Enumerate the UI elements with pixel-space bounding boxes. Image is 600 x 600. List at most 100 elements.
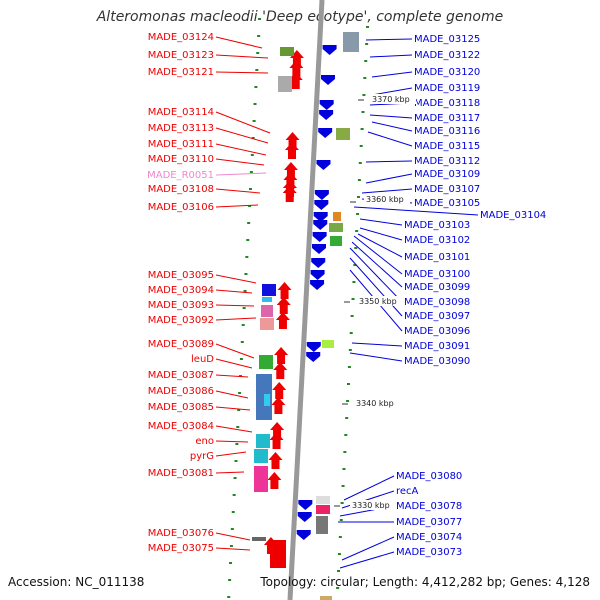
tick-mark-left: [249, 171, 253, 173]
gene-label-right: MADE_03112: [414, 156, 480, 167]
gene-label-right: MADE_03074: [396, 532, 462, 543]
right-leader-line: [339, 551, 395, 569]
tick-mark-left: [232, 494, 236, 496]
tick-mark-left: [228, 579, 232, 581]
tick-mark-right: [356, 196, 360, 198]
tick-mark-left: [233, 477, 237, 479]
tick-mark-left: [237, 409, 241, 411]
tick-mark-right: [350, 315, 354, 317]
gene-label-right: MADE_03125: [414, 34, 480, 45]
tick-mark-left: [230, 528, 234, 530]
gene-label-right: MADE_03117: [414, 113, 480, 124]
tick-mark-right: [341, 485, 345, 487]
gene-label-left: MADE_03085: [148, 402, 214, 413]
gene-box: [262, 297, 272, 302]
tick-mark-left: [238, 392, 242, 394]
reverse-gene-arrow: [319, 110, 334, 120]
left-leader-line: [215, 158, 265, 166]
tick-mark-right: [354, 247, 358, 249]
left-leader-line: [215, 547, 251, 551]
tick-mark-right: [348, 349, 352, 351]
gene-label-right: MADE_03103: [404, 220, 470, 231]
tick-mark-right: [338, 536, 342, 538]
forward-gene-arrow: [270, 422, 285, 439]
right-leader-line: [369, 54, 413, 58]
gene-label-right: MADE_03073: [396, 547, 462, 558]
forward-gene-arrow: [272, 382, 287, 399]
gene-label-left: MADE_03095: [148, 270, 214, 281]
gene-box: [262, 284, 276, 296]
left-leader-line: [215, 406, 251, 411]
left-leader-line: [215, 54, 269, 59]
tick-mark-right: [337, 553, 341, 555]
forward-gene-arrow: [285, 132, 300, 149]
genome-backbone: [287, 0, 325, 600]
tick-mark-right: [364, 60, 368, 62]
accession-label: Accession: NC_011138: [8, 575, 145, 589]
tick-mark-right: [357, 179, 361, 181]
tick-mark-right: [345, 417, 349, 419]
features-layer: [252, 32, 359, 600]
tick-mark-left: [257, 35, 261, 37]
gene-label-left: MADE_03092: [148, 315, 214, 326]
tick-mark-left: [244, 273, 248, 275]
tick-mark-left: [245, 256, 249, 258]
tick-mark-left: [229, 562, 233, 564]
gene-box: [278, 76, 292, 92]
left-leader-line: [215, 111, 271, 134]
reverse-gene-arrow: [297, 512, 312, 522]
tick-mark-left: [241, 324, 245, 326]
left-leader-line: [215, 71, 269, 74]
right-leader-line: [371, 87, 413, 96]
tick-mark-left: [239, 358, 243, 360]
reverse-gene-arrow: [311, 258, 326, 268]
tick-mark-right: [346, 400, 350, 402]
right-leader-line: [367, 131, 413, 147]
scale-label: 3350 kbp: [359, 297, 397, 306]
scale-label: 3360 kbp: [366, 195, 404, 204]
gene-label-right: MADE_03102: [404, 235, 470, 246]
gene-label-left: MADE_03093: [148, 300, 214, 311]
right-leader-line: [369, 114, 413, 119]
gene-label-right: MADE_03115: [414, 141, 480, 152]
right-leader-line: [365, 173, 413, 184]
left-leader-line: [215, 440, 249, 443]
tick-mark-left: [247, 222, 251, 224]
left-leader-line: [215, 374, 249, 378]
gene-label-right: MADE_03096: [404, 326, 470, 337]
gene-box: [280, 47, 294, 56]
right-leader-line: [371, 71, 413, 78]
gene-label-left: MADE_03110: [148, 154, 214, 165]
gene-box: [260, 318, 274, 330]
tick-mark-left: [239, 375, 242, 377]
gene-label-left: MADE_03106: [148, 202, 214, 213]
tick-mark-right: [362, 94, 366, 96]
map-title: Alteromonas macleodii 'Deep ecotype', co…: [96, 9, 504, 25]
tick-mark-left: [248, 188, 252, 190]
gene-box: [320, 596, 332, 600]
tick-mark-right: [347, 383, 350, 385]
reverse-gene-arrow: [314, 200, 329, 210]
topology-label: Topology: circular; Length: 4,412,282 bp…: [260, 575, 590, 589]
gene-box: [322, 340, 334, 348]
left-leader-line: [215, 204, 259, 208]
left-leader-line: [215, 143, 267, 156]
tick-mark-left: [255, 69, 259, 71]
reverse-gene-arrow: [313, 220, 328, 230]
gene-label-right: MADE_03099: [404, 282, 470, 293]
gene-box: [333, 212, 341, 221]
reverse-gene-arrow: [298, 500, 313, 510]
tick-mark-right: [343, 451, 347, 453]
scale-label: 3330 kbp: [352, 501, 390, 510]
scale-label-bg: [350, 500, 396, 510]
tick-mark-left: [246, 239, 250, 241]
reverse-gene-arrow: [306, 342, 321, 352]
tick-mark-left: [227, 596, 231, 598]
reverse-gene-arrow: [318, 128, 333, 138]
forward-gene-arrow: [268, 452, 283, 469]
forward-gene-arrow: [276, 297, 291, 314]
forward-gene-arrow: [274, 347, 289, 364]
gene-label-right: recA: [396, 486, 419, 497]
gene-label-left: MADE_03113: [148, 123, 214, 134]
